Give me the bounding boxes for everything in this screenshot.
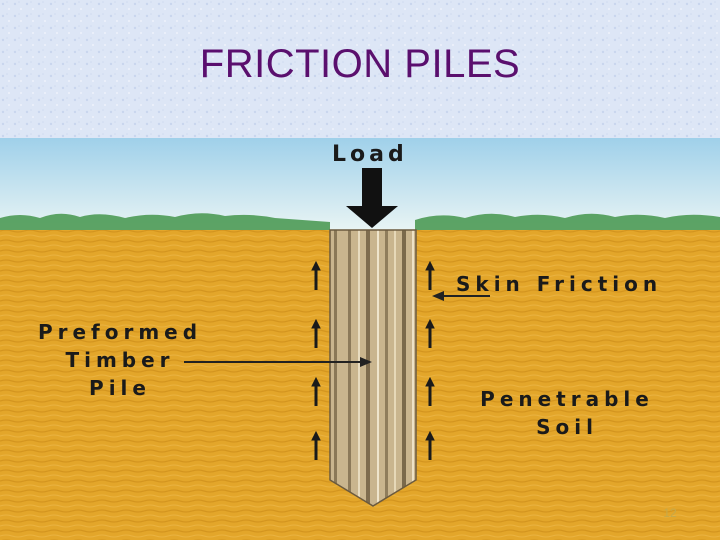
pile-label-line-2: Timber	[65, 348, 175, 372]
timber-pile	[329, 229, 417, 507]
skin-friction-label: Skin Friction	[456, 272, 663, 296]
skin-friction-pointer	[432, 291, 490, 301]
pile-label-line-1: Preformed	[37, 320, 203, 344]
pile-label-line-3: Pile	[89, 376, 151, 400]
skin-friction-arrows	[311, 260, 435, 460]
friction-pile-diagram	[0, 138, 720, 540]
load-label: Load	[332, 142, 408, 167]
load-arrow	[346, 168, 398, 228]
soil-label-line-2: Soil	[536, 415, 598, 439]
soil-label-line-1: Penetrable	[480, 387, 654, 411]
soil-label: Penetrable Soil	[462, 385, 672, 441]
pile-label: Preformed Timber Pile	[20, 318, 220, 402]
grass-line	[0, 213, 720, 230]
slide-title: FRICTION PILES	[199, 42, 521, 86]
page-number: 12	[663, 506, 677, 520]
pile-label-pointer	[184, 357, 372, 367]
